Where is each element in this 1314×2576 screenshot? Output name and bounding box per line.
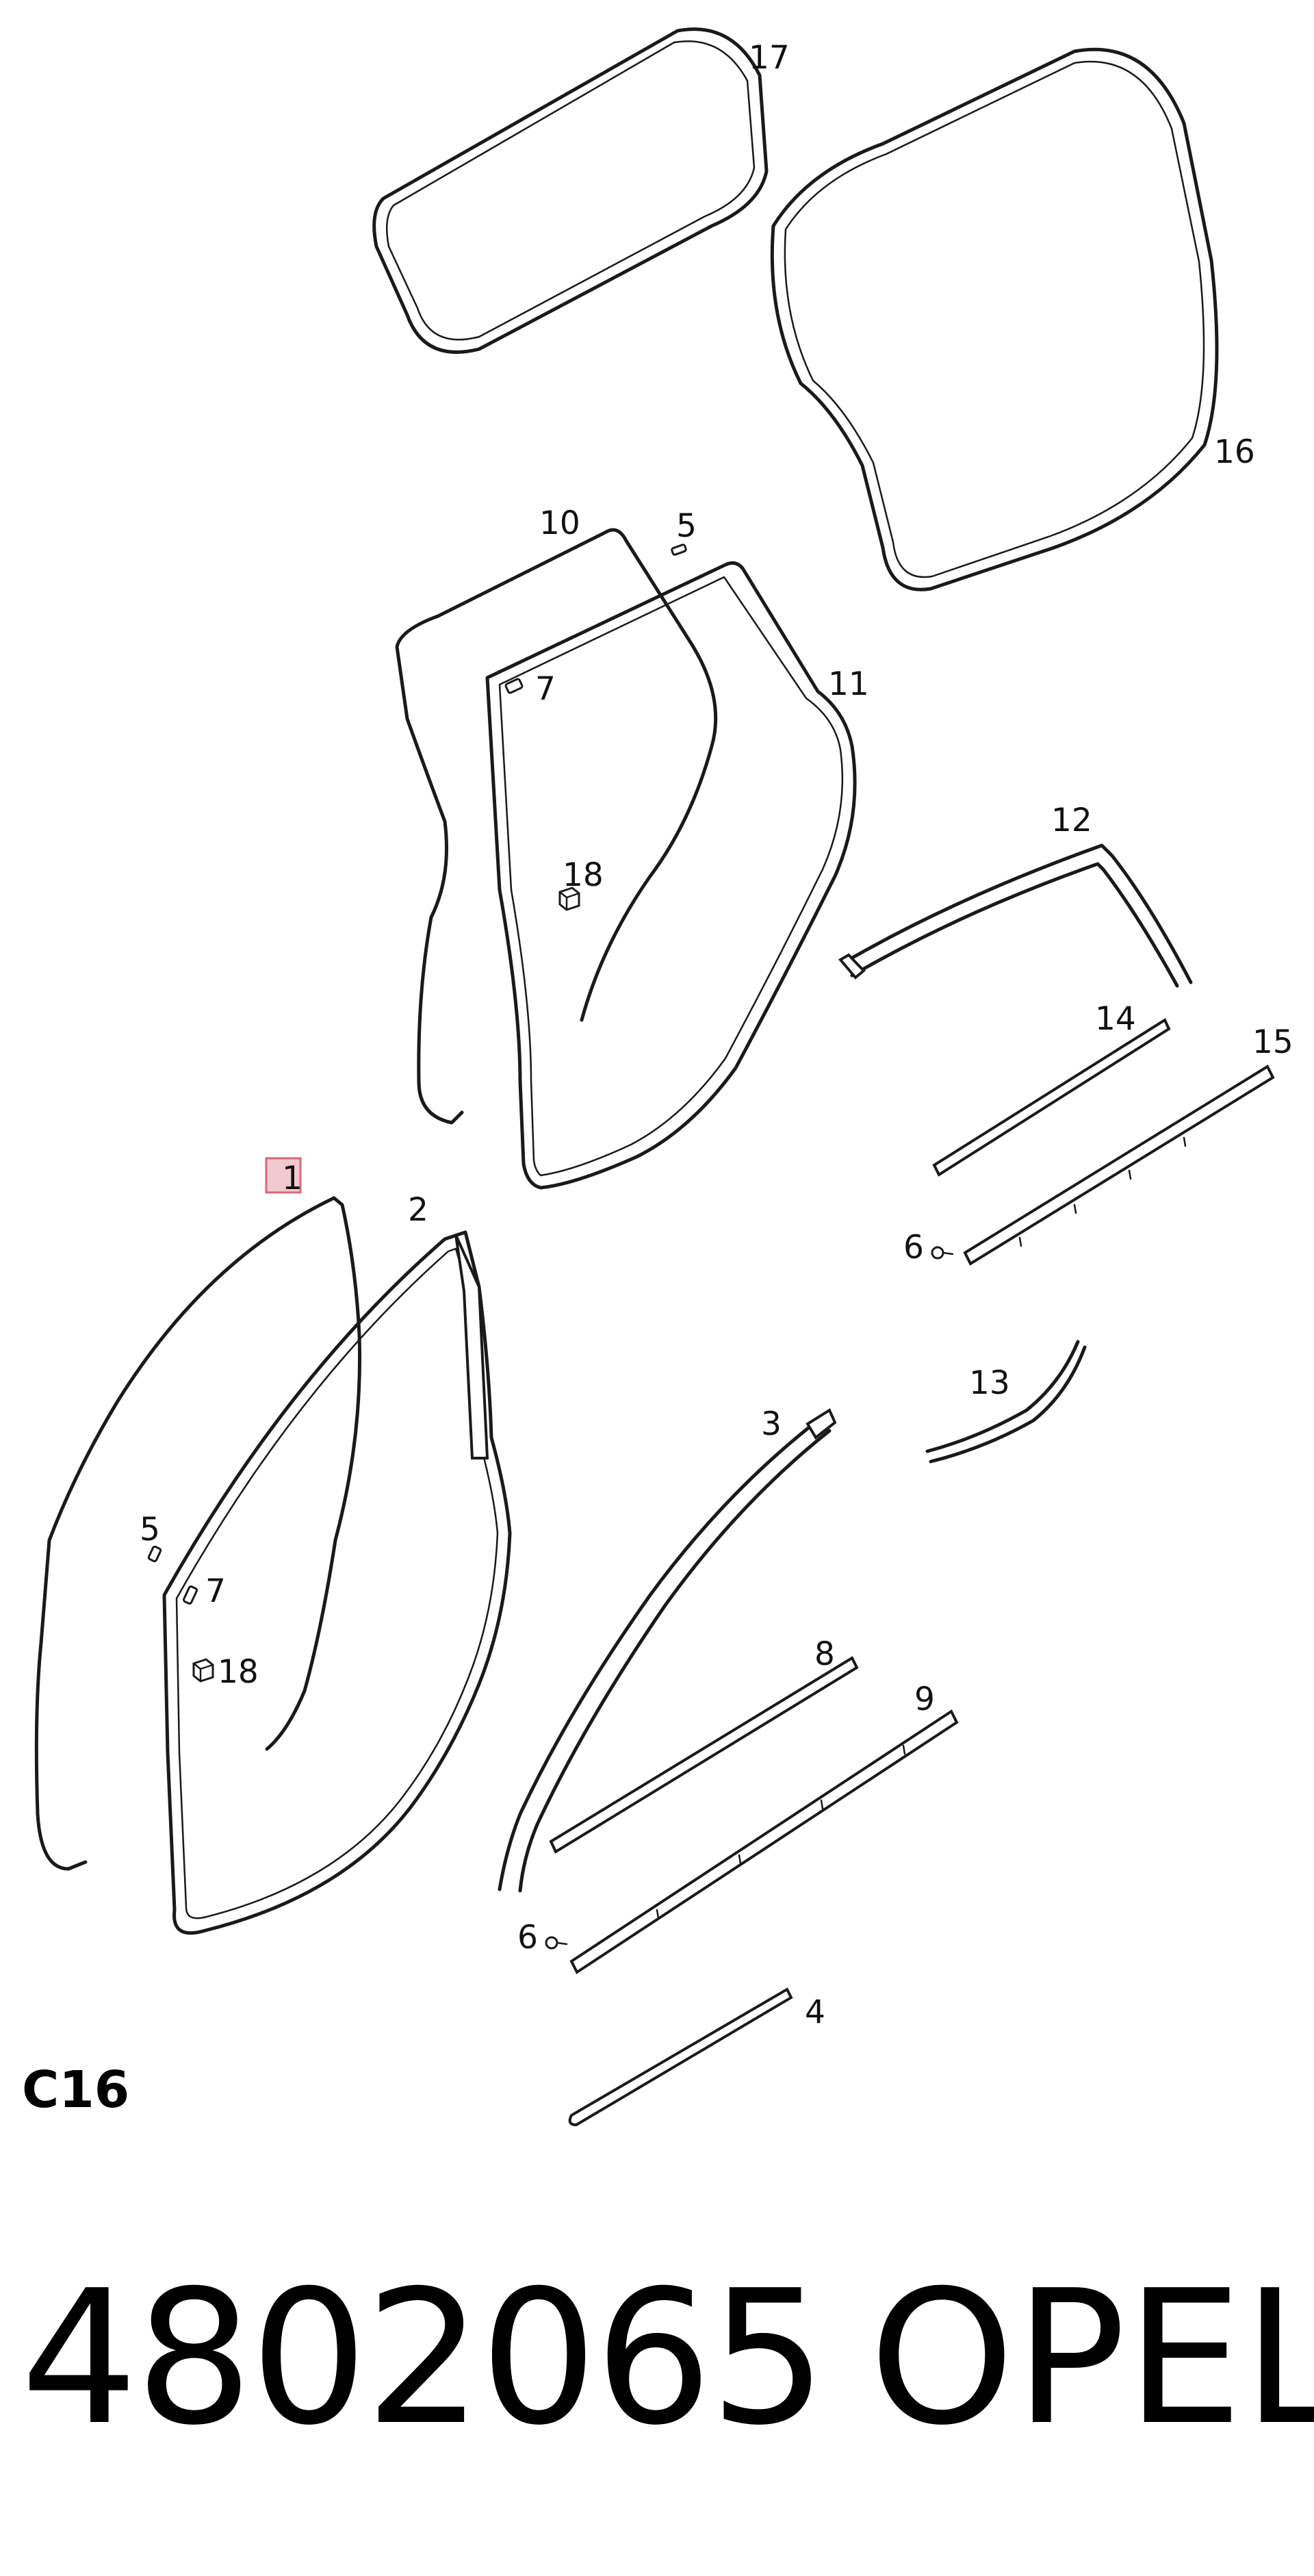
callout-6-front: 6: [517, 1919, 538, 1956]
callout-12: 12: [1051, 802, 1092, 839]
part-18-block-top: [558, 887, 580, 911]
callout-4: 4: [805, 1993, 825, 2031]
part-1-front-door-frame-seal: [34, 1196, 362, 1871]
callout-18-top: 18: [563, 856, 604, 894]
callout-6-top: 6: [903, 1229, 924, 1266]
part-7-clip-front: [182, 1585, 198, 1605]
part-15-belt-moulding-outer: [963, 1064, 1275, 1266]
callout-11: 11: [828, 665, 869, 703]
callout-10: 10: [539, 505, 580, 542]
part-6-screw-front: [545, 1936, 568, 1950]
part-13-arch-trim: [925, 1340, 1087, 1464]
brand-name: OPEL: [869, 2250, 1314, 2466]
callout-9: 9: [914, 1681, 935, 1718]
callout-7-top: 7: [535, 670, 556, 708]
part-18-block-front: [192, 1658, 214, 1683]
part-10-rear-door-frame-seal: [395, 528, 718, 1125]
part-11-rear-door-seal: [485, 561, 857, 1190]
callout-1-highlight: [265, 1157, 302, 1194]
part-12-rear-window-trim: [838, 843, 1193, 988]
callout-2: 2: [408, 1191, 428, 1229]
diagram-code: C16: [22, 2061, 130, 2119]
part-6-screw-top: [931, 1246, 954, 1260]
callout-7-front: 7: [205, 1572, 226, 1610]
part-9-belt-moulding-outer: [569, 1709, 959, 1974]
callout-17: 17: [749, 39, 790, 77]
part-5-clip-front: [147, 1545, 162, 1563]
part-17-rear-window-seal: [372, 27, 769, 354]
callout-18-front: 18: [218, 1653, 259, 1691]
callout-13: 13: [969, 1364, 1010, 1402]
part-5-clip-top: [671, 544, 687, 556]
part-3-pillar-trim: [498, 1408, 837, 1893]
callout-8: 8: [814, 1635, 835, 1673]
part-4-sill-trim: [568, 1987, 793, 2127]
callout-1: 1: [282, 1160, 302, 1197]
part-8-belt-strip-inner: [549, 1656, 859, 1854]
callout-15: 15: [1252, 1023, 1293, 1061]
part-16-tailgate-seal: [770, 47, 1219, 591]
callout-5-front: 5: [140, 1511, 160, 1548]
part-14-belt-strip-inner: [932, 1018, 1171, 1177]
part-2-front-door-seal: [162, 1230, 512, 1935]
callout-3: 3: [761, 1405, 782, 1443]
part-number: 4802065: [21, 2250, 827, 2466]
callout-5-top: 5: [676, 507, 697, 545]
callout-16: 16: [1214, 433, 1255, 471]
callout-14: 14: [1095, 1000, 1136, 1038]
